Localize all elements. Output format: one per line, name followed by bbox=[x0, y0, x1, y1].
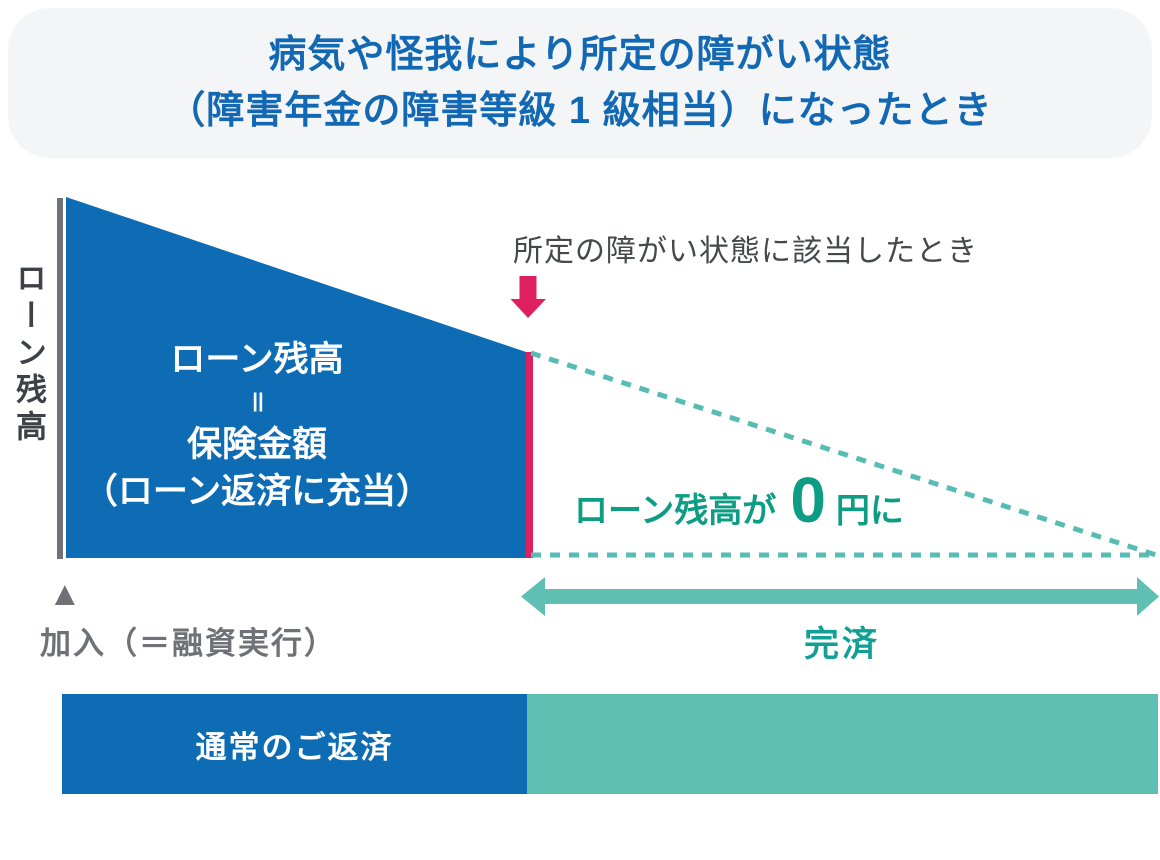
zero-caption-prefix: ローン残高が bbox=[574, 492, 777, 530]
y-axis-line bbox=[57, 198, 63, 559]
blue-caption-line3: （ローン返済に充当） bbox=[82, 472, 432, 511]
y-axis-label: ローン残高 bbox=[11, 262, 46, 447]
event-annotation: 所定の障がい状態に該当したとき bbox=[513, 235, 978, 268]
blue-caption-line1: ローン残高 bbox=[170, 340, 344, 379]
span-label: 完済 bbox=[803, 625, 880, 664]
span-arrow-right-head-icon bbox=[1137, 577, 1159, 616]
equals-sign: ＝ bbox=[242, 389, 271, 415]
zero-area-hypotenuse-dashed bbox=[530, 350, 1157, 558]
repayment-timeline-bar: 通常のご返済 bbox=[62, 694, 1158, 794]
title-line-2: （障害年金の障害等級 1 級相当）になったとき bbox=[167, 90, 993, 132]
start-label: 加入（＝融資実行） bbox=[40, 626, 337, 661]
title-line-1: 病気や怪我により所定の障がい状態 bbox=[268, 34, 892, 76]
zero-balance-caption: ローン残高が 0 円に bbox=[574, 468, 904, 532]
blue-area-caption: ローン残高 ＝ 保険金額 （ローン返済に充当） bbox=[58, 336, 456, 515]
blue-caption-line2: 保険金額 bbox=[186, 425, 327, 464]
span-arrow-left-head-icon bbox=[521, 577, 545, 616]
normal-repayment-segment: 通常のご返済 bbox=[62, 694, 527, 794]
zero-caption-number: 0 bbox=[790, 464, 826, 536]
loan-balance-blue-area bbox=[66, 197, 526, 558]
title-box: 病気や怪我により所定の障がい状態 （障害年金の障害等級 1 級相当）になったとき bbox=[8, 8, 1152, 158]
zero-caption-suffix: 円に bbox=[835, 492, 904, 530]
waived-repayment-segment bbox=[527, 694, 1158, 794]
event-down-arrow-icon bbox=[510, 276, 546, 318]
start-marker-triangle-icon: ▲ bbox=[48, 575, 82, 613]
event-divider-line bbox=[526, 352, 533, 558]
span-arrow-body bbox=[545, 589, 1137, 604]
